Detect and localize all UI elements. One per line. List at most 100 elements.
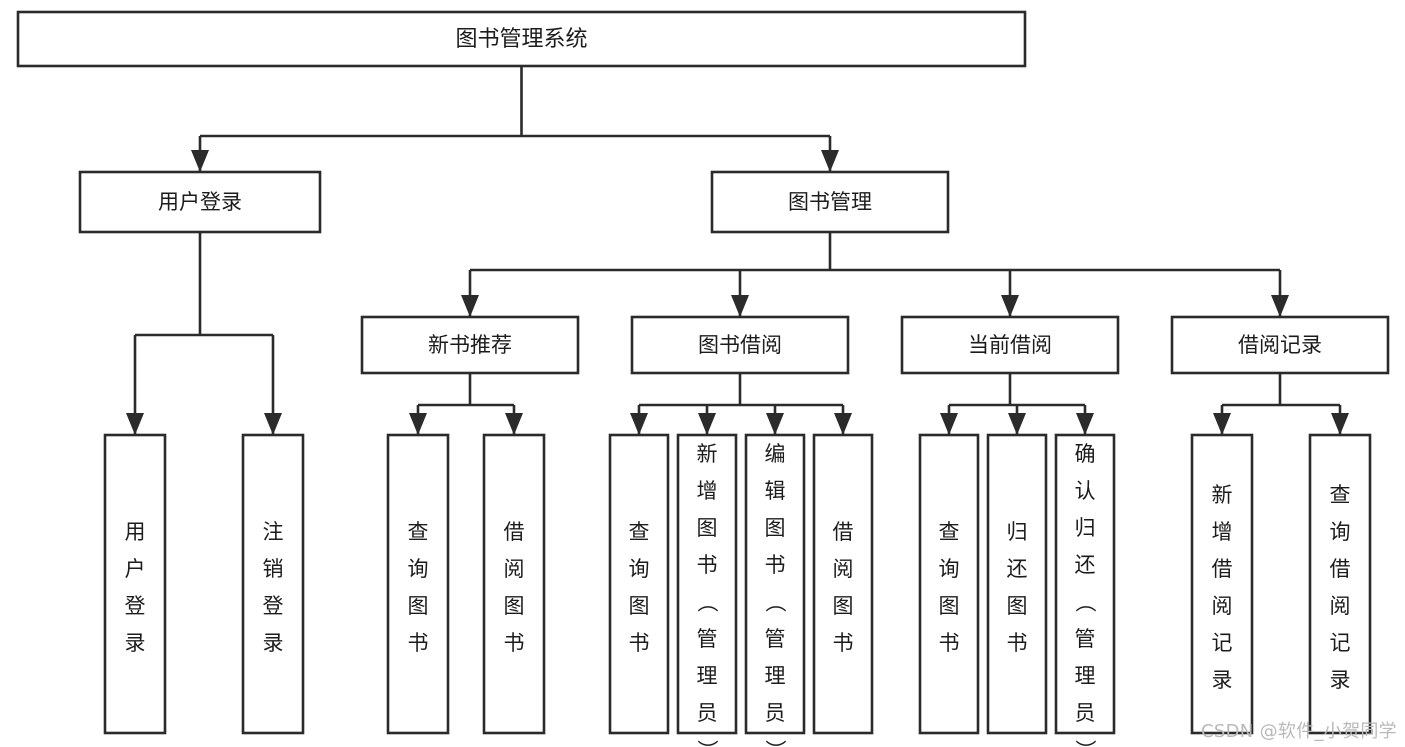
node-label-char: 确 [1075, 442, 1096, 466]
node-label-book-borrow: 图书借阅 [698, 333, 782, 357]
node-label-char: 新 [1212, 483, 1233, 507]
node-root[interactable]: 图书管理系统 [16, 10, 1027, 68]
node-label-char: 书 [765, 553, 786, 577]
node-box-leaf-confirm-return[interactable] [1054, 433, 1116, 735]
node-label-char: 询 [939, 557, 960, 581]
node-user-login[interactable]: 用户登录 [78, 170, 322, 234]
arrow-down-icon [1076, 413, 1094, 435]
node-box-new-book-recommend[interactable] [360, 315, 580, 375]
arrow-down-icon [766, 413, 784, 435]
node-box-leaf-query-borrow-record[interactable] [1308, 433, 1372, 735]
node-label-char: 录 [1330, 668, 1351, 692]
node-label-current-borrow: 当前借阅 [968, 333, 1052, 357]
node-label-char: 书 [833, 631, 854, 655]
node-label-char: 员 [765, 701, 786, 725]
node-box-leaf-query-book-3[interactable] [918, 433, 980, 735]
node-label-char: 记 [1212, 631, 1233, 655]
node-label-char: 阅 [833, 557, 854, 581]
node-label-char: 查 [1330, 483, 1351, 507]
node-box-user-login[interactable] [78, 170, 322, 234]
node-label-char: 图 [504, 594, 525, 618]
node-label-char: 借 [504, 520, 525, 544]
node-label-char: 编 [765, 442, 786, 466]
node-label-char: 管 [697, 627, 718, 651]
node-label-char: ） [695, 740, 719, 747]
node-box-leaf-user-logout[interactable] [241, 433, 305, 735]
arrow-down-icon [1331, 413, 1349, 435]
node-box-book-management[interactable] [710, 170, 950, 234]
node-book-borrow[interactable]: 图书借阅 [630, 315, 850, 375]
node-label-char: 管 [765, 627, 786, 651]
arrow-down-icon [834, 413, 852, 435]
node-label-char: 阅 [1330, 594, 1351, 618]
node-box-leaf-add-borrow-record[interactable] [1190, 433, 1254, 735]
node-label-char: 书 [408, 631, 429, 655]
node-label-char: 借 [833, 520, 854, 544]
node-box-leaf-edit-book[interactable] [744, 433, 806, 735]
node-label-char: 书 [697, 553, 718, 577]
node-box-leaf-add-book[interactable] [676, 433, 738, 735]
node-label-char: 录 [263, 631, 284, 655]
node-label-char: 借 [1212, 557, 1233, 581]
arrow-down-icon [1213, 413, 1231, 435]
node-label-char: 图 [697, 516, 718, 540]
node-borrow-record[interactable]: 借阅记录 [1170, 315, 1390, 375]
node-box-book-borrow[interactable] [630, 315, 850, 375]
node-label-char: 归 [1007, 520, 1028, 544]
node-book-management[interactable]: 图书管理 [710, 170, 950, 234]
node-box-borrow-record[interactable] [1170, 315, 1390, 375]
node-box-root[interactable] [16, 10, 1027, 68]
node-label-char: 注 [263, 520, 284, 544]
node-box-leaf-borrow-book-2[interactable] [812, 433, 874, 735]
node-label-char: 书 [939, 631, 960, 655]
arrow-down-icon [409, 413, 427, 435]
arrow-down-icon [630, 413, 648, 435]
node-box-leaf-query-book-2[interactable] [608, 433, 670, 735]
node-label-char: 理 [1075, 664, 1096, 688]
node-label-char: 图 [939, 594, 960, 618]
node-box-current-borrow[interactable] [900, 315, 1120, 375]
node-label-char: 还 [1007, 557, 1028, 581]
arrow-down-icon [1008, 413, 1026, 435]
node-label-char: 记 [1330, 631, 1351, 655]
node-label-new-book-recommend: 新书推荐 [428, 333, 512, 357]
arrow-down-icon [731, 295, 749, 317]
node-label-char: 查 [629, 520, 650, 544]
node-label-char: 还 [1075, 553, 1096, 577]
arrow-down-icon [191, 150, 209, 172]
node-new-book-recommend[interactable]: 新书推荐 [360, 315, 580, 375]
node-current-borrow[interactable]: 当前借阅 [900, 315, 1120, 375]
arrow-down-icon [461, 295, 479, 317]
node-box-leaf-return-book[interactable] [986, 433, 1048, 735]
node-layer: 图书管理系统用户登录图书管理新书推荐图书借阅当前借阅借阅记录用户登录注销登录查询… [16, 10, 1390, 747]
node-label-char: 图 [1007, 594, 1028, 618]
node-box-leaf-user-login[interactable] [103, 433, 167, 735]
arrow-down-icon [264, 413, 282, 435]
node-label-char: 查 [408, 520, 429, 544]
node-label-char: （ [695, 592, 719, 613]
node-label-char: 登 [125, 594, 146, 618]
node-box-leaf-borrow-book-1[interactable] [482, 433, 546, 735]
node-label-char: ） [1073, 740, 1097, 747]
node-label-char: 管 [1075, 627, 1096, 651]
node-label-char: 询 [629, 557, 650, 581]
node-label-root: 图书管理系统 [455, 27, 587, 52]
node-box-leaf-query-book-1[interactable] [386, 433, 450, 735]
node-label-borrow-record: 借阅记录 [1238, 333, 1322, 357]
node-leaf-user-login[interactable]: 用户登录 [103, 433, 167, 735]
node-label-char: 户 [125, 557, 146, 581]
